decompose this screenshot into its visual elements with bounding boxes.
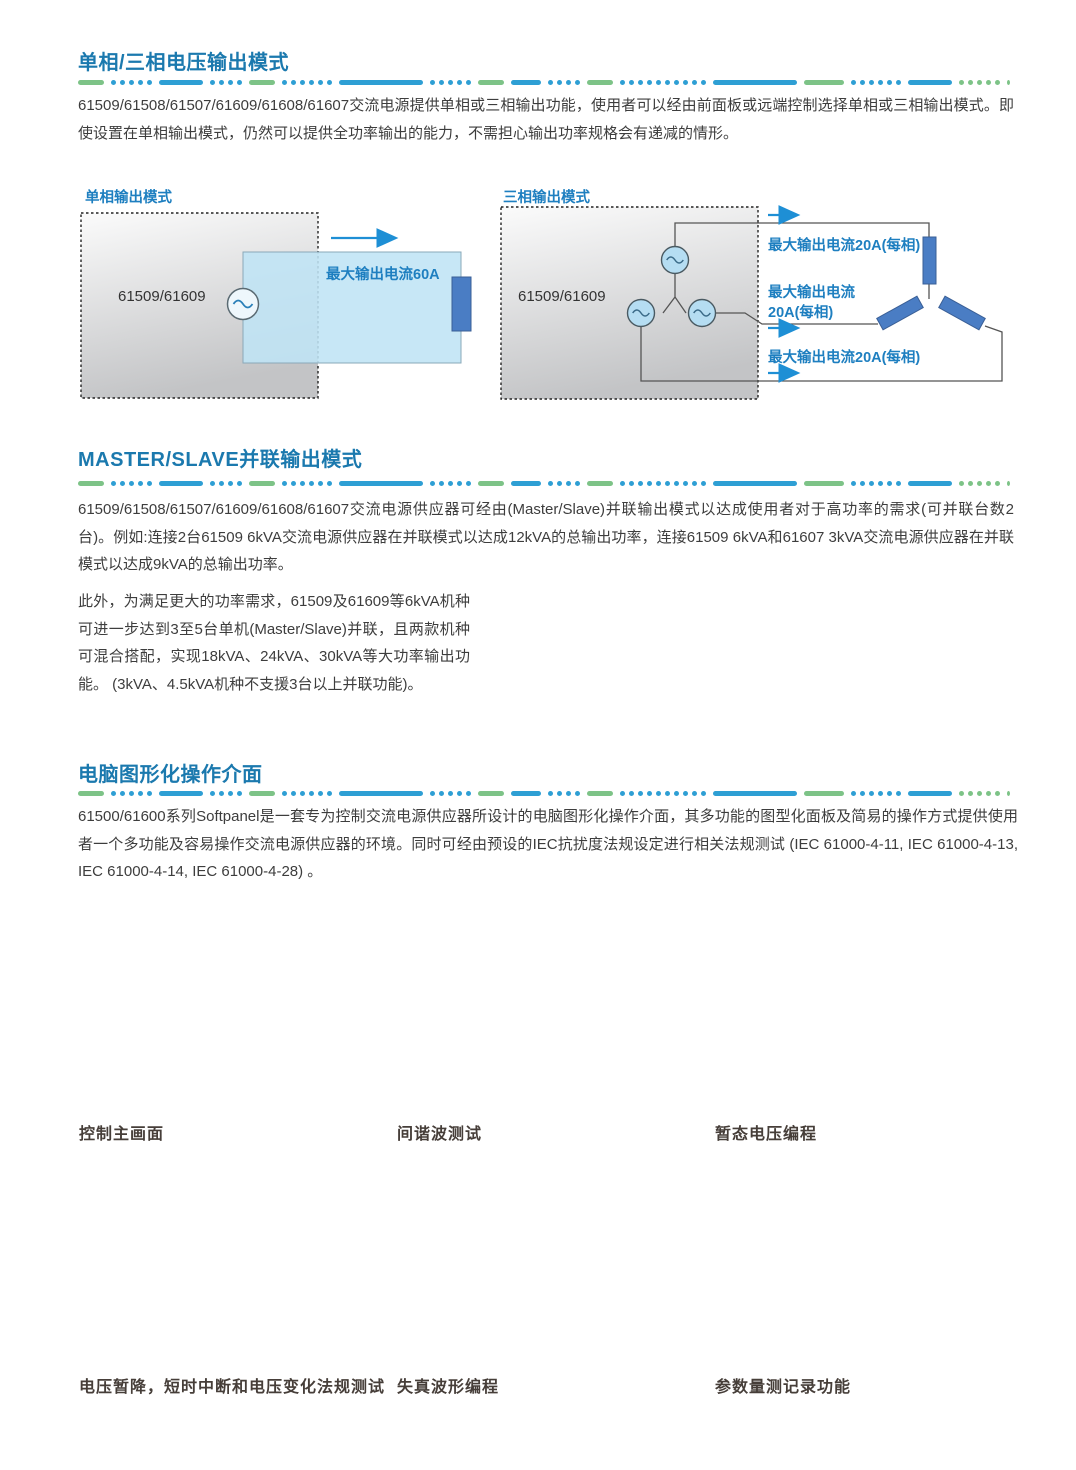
svg-text:61509/61609: 61509/61609 [118, 288, 206, 305]
svg-text:最大输出电流20A(每相): 最大输出电流20A(每相) [768, 236, 920, 254]
svg-text:三相输出模式: 三相输出模式 [503, 188, 590, 206]
svg-text:单相输出模式: 单相输出模式 [85, 188, 172, 206]
svg-text:20A(每相): 20A(每相) [768, 303, 833, 321]
svg-text:最大输出电流20A(每相): 最大输出电流20A(每相) [768, 348, 920, 366]
svg-text:61509/61609: 61509/61609 [518, 288, 606, 305]
svg-text:最大输出电流60A: 最大输出电流60A [326, 265, 440, 283]
svg-text:最大输出电流: 最大输出电流 [768, 283, 855, 301]
